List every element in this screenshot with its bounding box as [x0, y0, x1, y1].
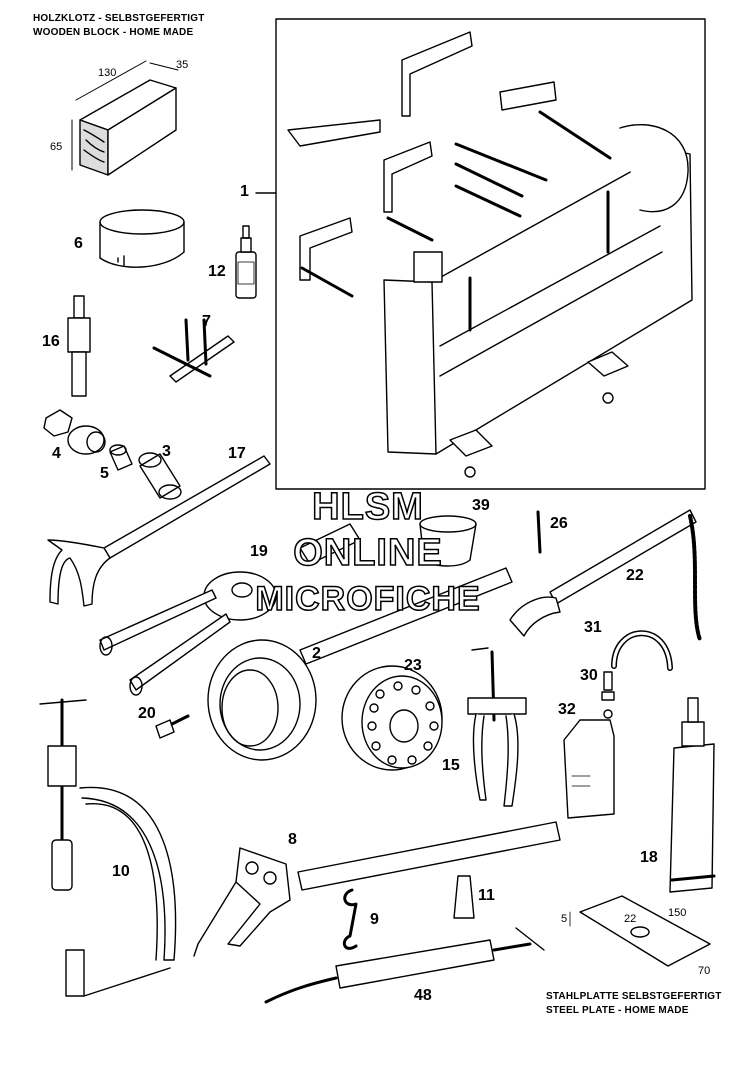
plate-thickness-label: 5: [561, 913, 568, 925]
tool-part-7-drawing: [154, 320, 234, 382]
steel-plate-drawing: [570, 896, 710, 966]
callout-20: 20: [138, 705, 156, 722]
callout-39: 39: [472, 497, 490, 514]
callout-12: 12: [208, 263, 226, 280]
callout-7: 7: [202, 313, 211, 330]
wrench-part-2-drawing: [208, 568, 512, 760]
callout-15: 15: [442, 757, 460, 774]
callout-2: 2: [312, 645, 321, 662]
callout-3: 3: [162, 443, 171, 460]
callout-48: 48: [414, 987, 432, 1004]
callout-18: 18: [640, 849, 658, 866]
plate-hole-label: 22: [624, 913, 637, 925]
callout-23: 23: [404, 657, 422, 674]
stand-part-1-drawing: [288, 32, 692, 477]
watermark-line-3: MICROFICHE: [255, 579, 481, 619]
sleeve-part-3-drawing: [139, 453, 181, 499]
screw-part-20-drawing: [156, 716, 188, 738]
callout-11: 11: [478, 887, 495, 904]
c-clamp-part-10-drawing: [40, 700, 176, 996]
adapter-part-4-drawing: [44, 410, 105, 454]
callout-16: 16: [42, 333, 60, 350]
block-depth-label: 35: [176, 59, 189, 71]
steel-plate-caption-de: STAHLPLATTE SELBSTGEFERTIGT: [546, 991, 722, 1002]
callout-9: 9: [370, 911, 379, 928]
plate-width-label: 70: [698, 965, 711, 977]
ring-part-6-drawing: [100, 210, 184, 267]
callout-17: 17: [228, 445, 246, 462]
wooden-block-caption-en: WOODEN BLOCK - HOME MADE: [33, 27, 194, 38]
flywheel-part-23-drawing: [342, 666, 442, 770]
part-11-drawing: [454, 876, 474, 918]
wooden-block-caption-de: HOLZKLOTZ - SELBSTGEFERTIGT: [33, 13, 205, 24]
part-9-drawing: [344, 890, 356, 948]
holder-part-17-drawing: [48, 456, 270, 606]
block-height-label: 65: [50, 141, 63, 153]
callout-1: 1: [240, 183, 249, 200]
puller-part-15-drawing: [468, 648, 526, 806]
bar-part-8-drawing: [194, 822, 560, 956]
callout-5: 5: [100, 465, 109, 482]
tube-part-18-drawing: [670, 698, 714, 892]
block-length-label: 130: [98, 67, 117, 79]
container-drawing: [564, 720, 614, 818]
watermark-line-2: ONLINE: [292, 531, 443, 575]
grease-gun-part-48-drawing: [266, 928, 544, 1002]
callout-4: 4: [52, 445, 61, 462]
pin-part-26-drawing: [538, 512, 540, 552]
callout-8: 8: [288, 831, 297, 848]
sleeve-part-5-drawing: [110, 445, 132, 470]
wooden-block-drawing: [72, 61, 178, 175]
hose-part-31-drawing: [614, 633, 670, 668]
chain-wrench-part-22-drawing: [510, 510, 700, 640]
bushing-part-39-drawing: [420, 516, 476, 566]
callout-31: 31: [584, 619, 602, 636]
watermark-line-1: HLSM: [311, 485, 424, 529]
callout-10: 10: [112, 863, 130, 880]
holder-part-19-drawing: [100, 524, 360, 695]
bottle-part-12-drawing: [236, 226, 256, 298]
steel-plate-caption-en: STEEL PLATE - HOME MADE: [546, 1005, 689, 1016]
callout-32: 32: [558, 701, 576, 718]
callout-6: 6: [74, 235, 83, 252]
part-1-frame: [276, 19, 705, 489]
plate-length-label: 150: [668, 907, 687, 919]
callout-19: 19: [250, 543, 268, 560]
callout-26: 26: [550, 515, 568, 532]
fitting-part-30-32-drawing: [602, 672, 614, 718]
puller-part-16-drawing: [68, 296, 90, 396]
callout-22: 22: [626, 567, 644, 584]
callout-30: 30: [580, 667, 598, 684]
